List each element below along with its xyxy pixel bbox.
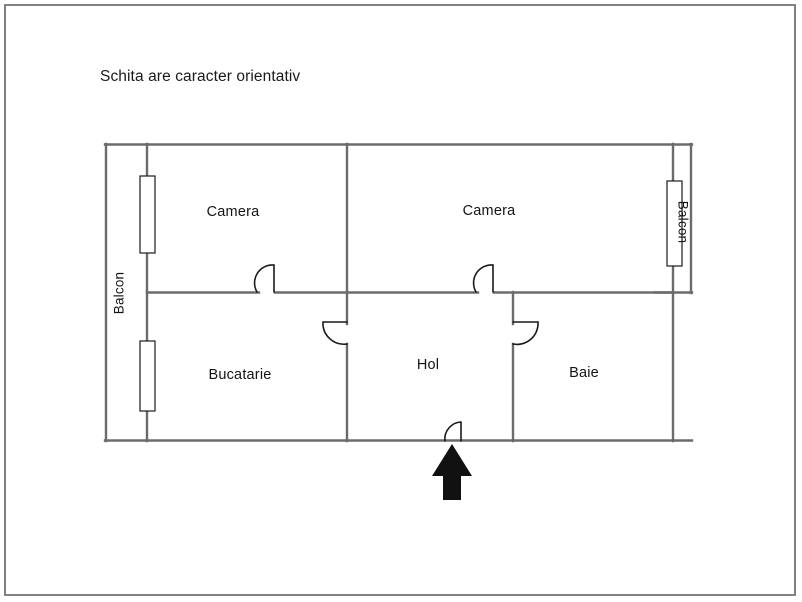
door-entrance	[444, 421, 462, 442]
plan-disclaimer-title: Schita are caracter orientativ	[100, 68, 301, 85]
outer-walls	[103, 142, 694, 443]
room-label-camera-top-right: Camera	[462, 203, 516, 219]
interior-vertical-walls	[345, 142, 515, 443]
door-bucatarie-to-hol	[322, 321, 348, 346]
page-frame-border	[4, 4, 796, 596]
room-label-hol: Hol	[416, 357, 440, 373]
room-label-balcon-right: Balcon	[675, 200, 691, 244]
door-camera-left-to-hol	[253, 264, 275, 293]
room-label-balcon-left: Balcon	[111, 271, 127, 315]
door-swing-arc	[322, 321, 348, 346]
room-label-bucatarie: Bucatarie	[208, 367, 272, 383]
arrow-shape	[432, 444, 472, 500]
door-baie-to-hol	[512, 321, 539, 346]
room-label-camera-top-left: Camera	[206, 204, 260, 220]
doors-group	[253, 264, 539, 442]
door-swing-arc	[253, 264, 275, 293]
windows-group	[139, 175, 683, 412]
window-left-upper	[139, 175, 156, 254]
entrance-arrow	[432, 444, 472, 500]
window-right	[666, 180, 683, 267]
door-swing-arc	[512, 321, 539, 346]
window-left-lower	[139, 340, 156, 412]
door-camera-right-to-hol	[472, 264, 494, 293]
door-swing-arc	[472, 264, 494, 293]
door-swing-arc	[444, 421, 462, 442]
room-label-baie: Baie	[569, 365, 599, 381]
